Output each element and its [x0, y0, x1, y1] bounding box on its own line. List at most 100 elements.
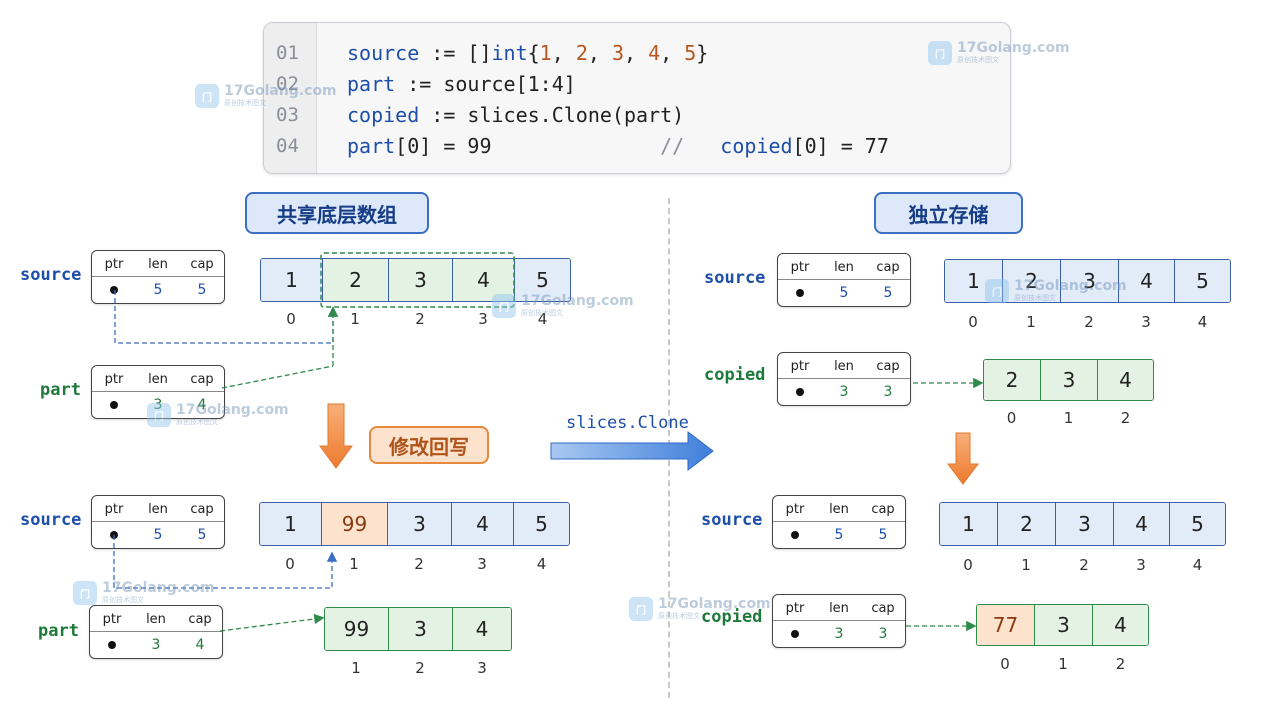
ptr-heading: ptr [790, 260, 810, 275]
index: 3 [477, 659, 487, 677]
index: 2 [415, 310, 425, 328]
array-indices: 0 1 2 3 4 [260, 310, 571, 328]
len-heading: len [148, 502, 168, 517]
array-cell: 4 [453, 259, 515, 301]
index: 1 [350, 310, 360, 328]
line-number: 02 [276, 73, 299, 95]
ptr-heading: ptr [785, 601, 805, 616]
array-cell: 4 [452, 503, 514, 545]
part-label: part [38, 621, 79, 641]
source-label: source [20, 265, 82, 285]
watermark-sub: 原创技术图文 [957, 56, 999, 64]
watermark-text: 17Golang.com [957, 40, 1070, 56]
watermark-text: 17Golang.com [521, 293, 634, 309]
code-text: copied := slices.Clone(part) [347, 103, 685, 127]
index: 1 [1063, 409, 1074, 427]
index: 3 [1136, 556, 1146, 574]
part-array-view: 99 3 4 [324, 607, 512, 651]
array-cell: 3 [1035, 605, 1093, 645]
watermark-sub: 原创技术图文 [521, 309, 563, 317]
modified-cell: 77 [977, 605, 1035, 645]
array-indices: 0 1 2 3 4 [939, 556, 1226, 574]
down-arrow-icon [319, 403, 353, 469]
len-value: 5 [834, 527, 844, 543]
len-heading: len [829, 502, 849, 517]
ptr-heading: ptr [104, 257, 124, 272]
index: 2 [1120, 409, 1131, 427]
line-number: 04 [276, 135, 299, 157]
line-number: 03 [276, 104, 299, 126]
index: 3 [478, 310, 488, 328]
modified-cell: 99 [322, 503, 388, 545]
array-cell: 5 [515, 259, 570, 301]
code-text: source := []int{1, 2, 3, 4, 5} [347, 41, 709, 65]
index: 0 [286, 310, 296, 328]
len-value: 3 [151, 637, 161, 653]
array-cell: 2 [323, 259, 389, 301]
ptr-dot [92, 393, 136, 417]
len-value: 3 [136, 393, 180, 417]
source-array: 1 2 3 4 5 [944, 259, 1231, 303]
cap-value: 3 [883, 384, 893, 400]
cap-heading: cap [190, 502, 214, 517]
array-cell: 3 [389, 259, 453, 301]
index: 4 [1197, 313, 1208, 331]
index: 4 [1192, 556, 1203, 574]
array-cell: 2 [998, 503, 1056, 545]
len-heading: len [834, 359, 854, 374]
copied-label: copied [701, 607, 763, 627]
array-indices: 0 1 2 3 4 [944, 313, 1231, 331]
array-cell: 4 [1114, 503, 1170, 545]
source-label: source [704, 268, 766, 288]
logo-icon: 门 [985, 279, 1009, 303]
ptr-heading: ptr [104, 502, 124, 517]
cap-value: 5 [197, 527, 207, 543]
line-number-gutter [264, 23, 317, 173]
watermark-sub: 原创技术图文 [658, 612, 700, 620]
index: 2 [1079, 556, 1089, 574]
logo-icon: 门 [629, 597, 653, 621]
down-arrow-icon [947, 432, 979, 485]
part-pointer-arrow [219, 613, 325, 632]
len-heading: len [829, 601, 849, 616]
watermark-sub: 原创技术图文 [1014, 294, 1056, 302]
array-indices: 0 1 2 3 4 [259, 555, 570, 573]
len-value: 3 [834, 626, 844, 642]
modify-writeback-label: 修改回写 [369, 426, 489, 464]
source-array: 1 2 3 4 5 [260, 258, 571, 302]
cap-heading: cap [871, 601, 895, 616]
shared-array-title: 共享底层数组 [245, 192, 429, 234]
line-number: 01 [276, 42, 299, 64]
watermark-text: 17Golang.com [102, 580, 215, 596]
source-pointer-arrow [114, 290, 339, 344]
watermark-text: 17Golang.com [176, 402, 289, 418]
source-array: 1 2 3 4 5 [939, 502, 1226, 546]
array-cell: 5 [1175, 260, 1230, 302]
array-cell: 2 [984, 360, 1041, 400]
watermark-sub: 原创技术图文 [224, 99, 266, 107]
array-cell: 4 [1093, 605, 1148, 645]
logo-icon: 门 [147, 403, 171, 427]
index: 2 [1084, 313, 1094, 331]
index: 4 [537, 310, 548, 328]
array-cell: 99 [325, 608, 389, 650]
code-line: 01 source := []int{1, 2, 3, 4, 5} [264, 38, 1010, 68]
index: 0 [963, 556, 973, 574]
array-cell: 3 [388, 503, 452, 545]
len-value: 5 [153, 282, 163, 298]
cap-value: 5 [883, 285, 893, 301]
array-cell: 1 [945, 260, 1003, 302]
copied-array: 2 3 4 [983, 359, 1154, 401]
copied-label: copied [704, 365, 766, 385]
